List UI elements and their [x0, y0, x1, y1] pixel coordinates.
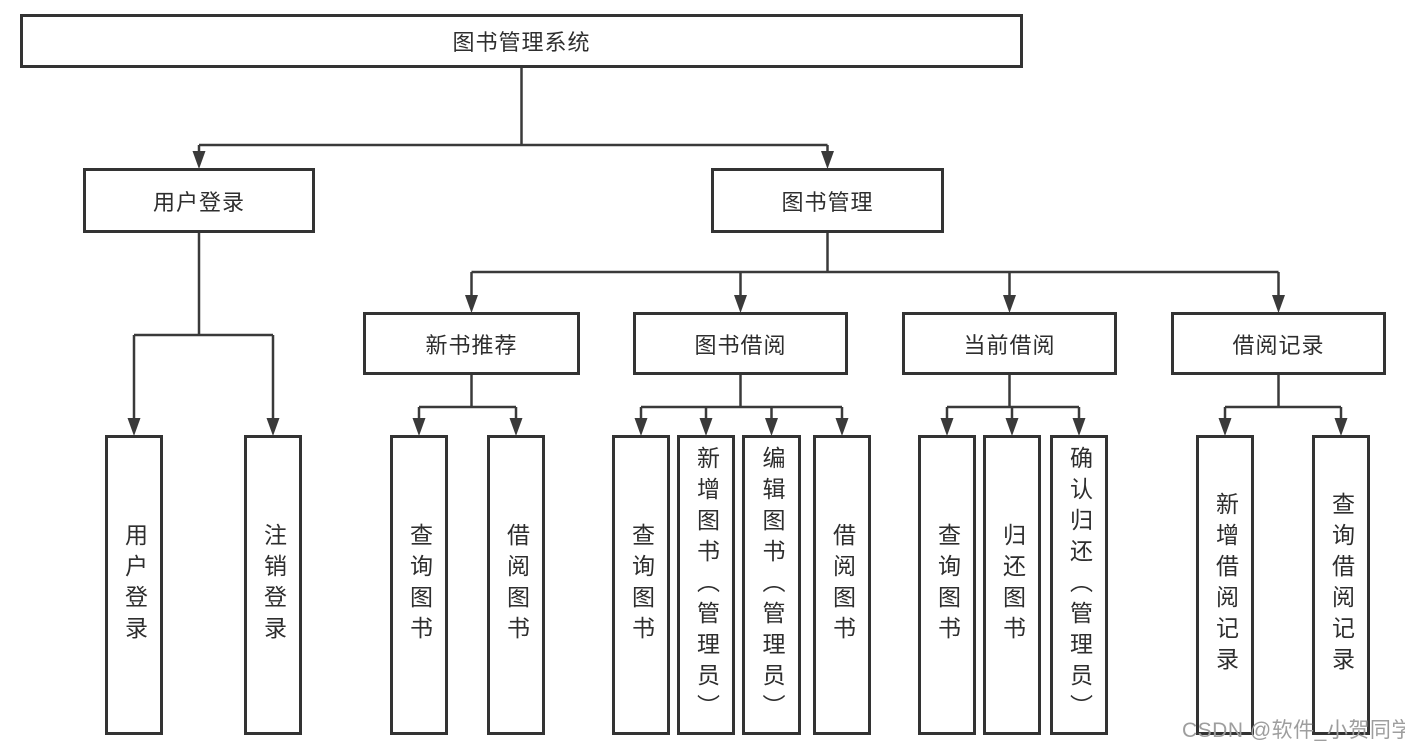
- leaf-label: 借阅图书: [503, 523, 530, 647]
- node-label: 当前借阅: [963, 332, 1056, 358]
- leaf-label: 编辑图书（管理员）: [759, 445, 785, 725]
- node-book-management: 图书管理: [711, 168, 944, 233]
- csdn-watermark: CSDN @软件_小贺同学: [1182, 719, 1405, 742]
- node-label: 图书管理系统: [452, 30, 591, 55]
- leaf-label: 注销登录: [260, 523, 287, 647]
- leaf-logout: 注销登录: [244, 435, 302, 735]
- leaf-query-books-current: 查询图书: [918, 435, 976, 735]
- leaf-query-books-recommend: 查询图书: [390, 435, 448, 735]
- leaf-label: 确认归还（管理员）: [1066, 445, 1093, 725]
- leaf-return-book: 归还图书: [983, 435, 1041, 735]
- node-label: 图书借阅: [694, 332, 787, 358]
- node-book-borrow: 图书借阅: [633, 312, 848, 375]
- leaf-edit-book-admin: 编辑图书（管理员）: [742, 435, 801, 735]
- leaf-label: 归还图书: [999, 523, 1026, 647]
- node-current-borrow: 当前借阅: [902, 312, 1117, 375]
- node-borrow-record: 借阅记录: [1171, 312, 1386, 375]
- node-root-library-system: 图书管理系统: [20, 14, 1023, 68]
- leaf-label: 查询图书: [406, 523, 433, 647]
- leaf-query-books-borrow: 查询图书: [612, 435, 670, 735]
- leaf-label: 查询图书: [934, 523, 961, 647]
- leaf-label: 新增借阅记录: [1212, 492, 1239, 678]
- arrowheads: [127, 151, 1348, 436]
- leaf-borrow-books-recommend: 借阅图书: [487, 435, 545, 735]
- node-label: 新书推荐: [425, 332, 518, 358]
- leaf-add-borrow-record: 新增借阅记录: [1196, 435, 1254, 735]
- leaf-label: 借阅图书: [829, 523, 856, 647]
- leaf-user-login: 用户登录: [105, 435, 163, 735]
- node-label: 借阅记录: [1232, 332, 1325, 358]
- node-user-login: 用户登录: [83, 168, 315, 233]
- node-label: 用户登录: [152, 189, 245, 215]
- leaf-borrow-books-borrow: 借阅图书: [813, 435, 871, 735]
- leaf-confirm-return-admin: 确认归还（管理员）: [1050, 435, 1108, 735]
- leaf-label: 新增图书（管理员）: [693, 445, 720, 725]
- leaf-label: 用户登录: [121, 523, 148, 647]
- leaf-query-borrow-record: 查询借阅记录: [1312, 435, 1370, 735]
- leaf-label: 查询图书: [628, 523, 655, 647]
- node-label: 图书管理: [781, 189, 874, 215]
- leaf-label: 查询借阅记录: [1328, 492, 1355, 678]
- node-new-book-recommend: 新书推荐: [363, 312, 580, 375]
- leaf-add-book-admin: 新增图书（管理员）: [677, 435, 735, 735]
